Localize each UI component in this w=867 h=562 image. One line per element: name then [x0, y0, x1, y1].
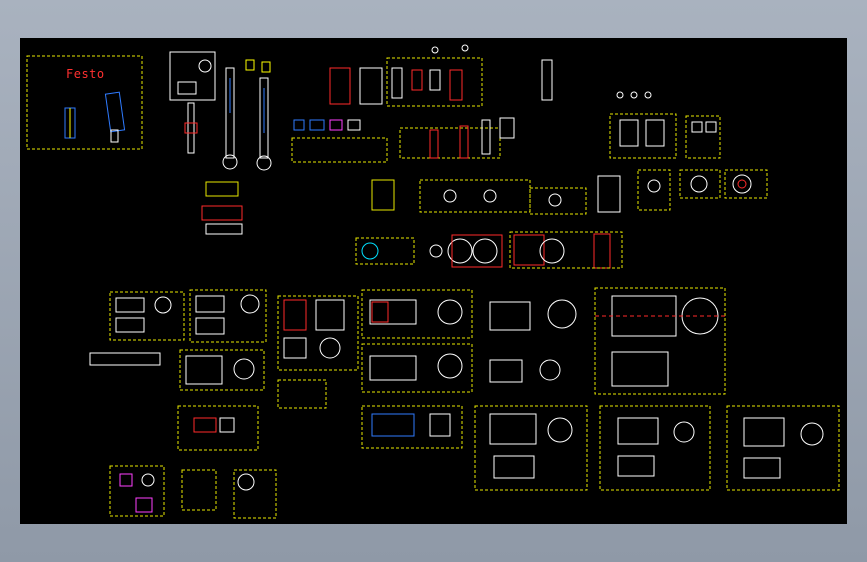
fittings-row: [201, 169, 768, 235]
coupling-row: [355, 231, 623, 269]
gear-reducer-icon: [283, 299, 307, 331]
festo-brand-label: Festo: [66, 67, 105, 81]
drawing-svg: [26, 44, 840, 519]
gear-reducer-group: [109, 295, 359, 519]
right-motor-blocks: [474, 287, 840, 491]
cylinder-column: [169, 51, 272, 171]
festo-block: [26, 55, 143, 150]
festo-frame: [26, 55, 143, 150]
center-motor-blocks: [361, 289, 577, 449]
valve-group: [329, 44, 553, 107]
valve-symbol-icon: [104, 91, 126, 133]
left-motor-blocks: [89, 289, 267, 451]
motor-front-view-icon: [154, 296, 172, 314]
cad-model-space[interactable]: Festo: [20, 38, 847, 524]
motor-side-view-icon: [115, 297, 145, 313]
top-right-units: [609, 91, 721, 159]
small-parts-row: [291, 117, 515, 163]
